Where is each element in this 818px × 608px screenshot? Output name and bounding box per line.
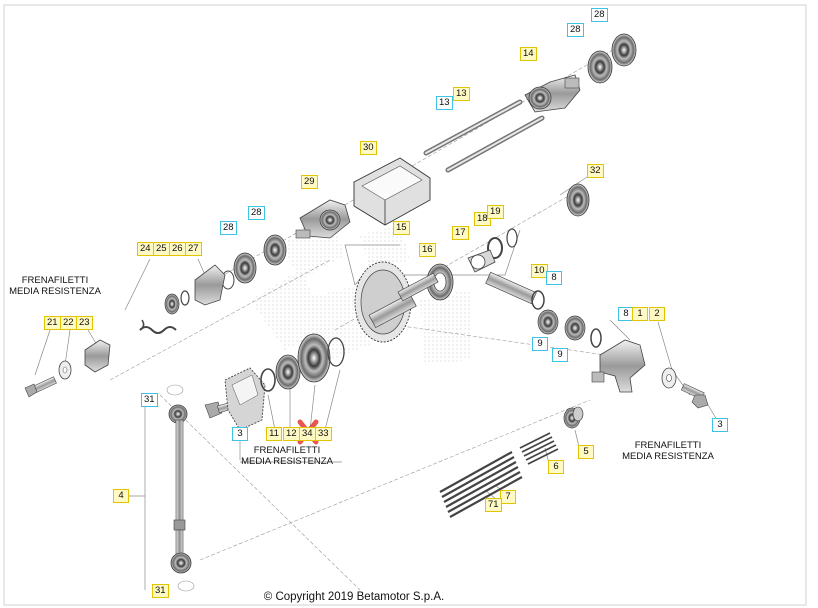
part-30 bbox=[353, 157, 431, 226]
callout-11: 11 bbox=[266, 427, 282, 441]
watermark bbox=[250, 215, 470, 365]
callout-1: 1 bbox=[632, 307, 648, 321]
bolt-3-left bbox=[204, 401, 234, 419]
callout-16: 16 bbox=[419, 243, 436, 257]
callout-19: 19 bbox=[487, 205, 504, 219]
callout-21: 21 bbox=[44, 316, 61, 330]
label-line: MEDIA RESISTENZA bbox=[241, 456, 333, 467]
part-1 bbox=[591, 339, 646, 393]
callout-31: 31 bbox=[141, 393, 158, 407]
label-line: FRENAFILETTI bbox=[253, 445, 321, 456]
label-threadlocker-left: FRENAFILETTI MEDIA RESISTENZA bbox=[5, 275, 105, 297]
copyright-text: © Copyright 2019 Betamotor S.p.A. bbox=[263, 591, 445, 603]
bearings-11-12-33 bbox=[260, 333, 345, 392]
callout-2: 2 bbox=[649, 307, 665, 321]
callout-17: 17 bbox=[452, 226, 469, 240]
bearings-28-top bbox=[587, 33, 637, 84]
parts-9 bbox=[537, 309, 602, 348]
washer-bolt-right bbox=[661, 367, 709, 409]
callout-13: 13 bbox=[453, 87, 470, 101]
callout-26: 26 bbox=[169, 242, 186, 256]
label-line: MEDIA RESISTENZA bbox=[9, 286, 101, 297]
part-14 bbox=[524, 74, 581, 113]
callout-4: 4 bbox=[113, 489, 129, 503]
callout-28: 28 bbox=[220, 221, 237, 235]
parts-24-27 bbox=[139, 264, 226, 334]
callout-29: 29 bbox=[301, 175, 318, 189]
callout-71: 71 bbox=[485, 498, 502, 512]
callout-22: 22 bbox=[60, 316, 77, 330]
callout-18: 18 bbox=[474, 212, 491, 226]
callout-28: 28 bbox=[248, 206, 265, 220]
rod-4 bbox=[166, 384, 195, 592]
rings-18-19 bbox=[487, 228, 518, 259]
callout-15: 15 bbox=[393, 221, 410, 235]
label-line: MEDIA RESISTENZA bbox=[622, 451, 714, 462]
callout-3: 3 bbox=[712, 418, 728, 432]
spring-6 bbox=[519, 432, 559, 465]
callout-5: 5 bbox=[578, 445, 594, 459]
callout-7: 7 bbox=[500, 490, 516, 504]
shaft-13 bbox=[423, 99, 545, 173]
callout-6: 6 bbox=[548, 460, 564, 474]
callout-14: 14 bbox=[520, 47, 537, 61]
callout-8: 8 bbox=[546, 271, 562, 285]
callout-25: 25 bbox=[153, 242, 170, 256]
callout-24: 24 bbox=[137, 242, 154, 256]
impeller bbox=[224, 367, 266, 431]
callout-12: 12 bbox=[283, 427, 300, 441]
label-threadlocker-right: FRENAFILETTI MEDIA RESISTENZA bbox=[618, 440, 718, 462]
parts-21-23 bbox=[24, 339, 111, 398]
bearing-32 bbox=[566, 183, 590, 217]
callout-27: 27 bbox=[185, 242, 202, 256]
callout-9: 9 bbox=[552, 348, 568, 362]
callout-28: 28 bbox=[567, 23, 584, 37]
label-line: FRENAFILETTI bbox=[21, 275, 89, 286]
callout-32: 32 bbox=[587, 164, 604, 178]
label-threadlocker-center: FRENAFILETTI MEDIA RESISTENZA bbox=[237, 445, 337, 467]
callout-23: 23 bbox=[76, 316, 93, 330]
callout-28: 28 bbox=[591, 8, 608, 22]
spring-7 bbox=[439, 451, 523, 518]
callout-13: 13 bbox=[436, 96, 453, 110]
part-10 bbox=[485, 271, 545, 310]
callout-9: 9 bbox=[532, 337, 548, 351]
callout-30: 30 bbox=[360, 141, 377, 155]
label-line: FRENAFILETTI bbox=[634, 440, 702, 451]
callout-34: 34 bbox=[299, 427, 316, 441]
bearings-28-mid bbox=[221, 234, 287, 290]
part-29 bbox=[295, 199, 351, 239]
callout-31: 31 bbox=[152, 584, 169, 598]
part-5 bbox=[563, 406, 584, 429]
part-15-gear bbox=[354, 261, 439, 343]
callout-3: 3 bbox=[232, 427, 248, 441]
part-17 bbox=[467, 249, 496, 273]
callout-33: 33 bbox=[315, 427, 332, 441]
